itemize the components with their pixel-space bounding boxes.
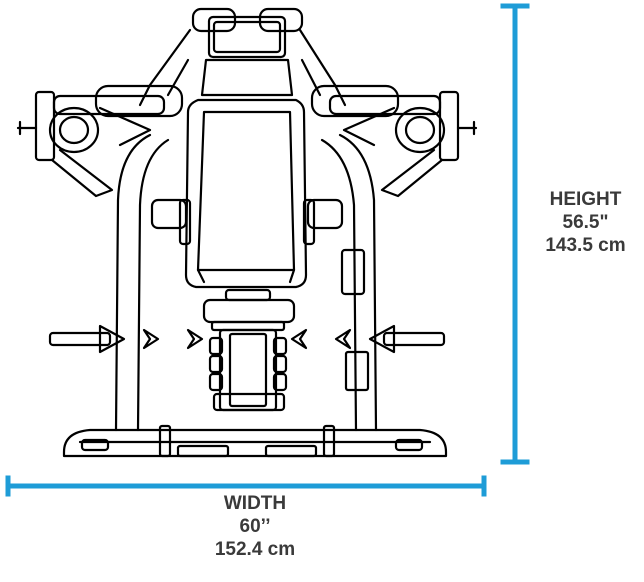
top-pivot-caps	[191, 7, 304, 59]
height-imperial: 56.5"	[562, 212, 609, 233]
base-frame	[62, 424, 448, 458]
width-label: WIDTH 60’’ 152.4 cm	[180, 492, 330, 561]
width-title: WIDTH	[223, 493, 287, 514]
height-dimension-line	[500, 3, 530, 465]
seat-column	[202, 288, 296, 412]
width-metric: 152.4 cm	[214, 539, 296, 560]
height-label: HEIGHT 56.5" 143.5 cm	[527, 188, 644, 257]
height-metric: 143.5 cm	[545, 235, 626, 256]
left-press-arm	[16, 84, 184, 198]
width-dimension-line	[5, 475, 487, 497]
back-pad	[184, 58, 308, 289]
height-title: HEIGHT	[549, 189, 622, 210]
weight-horns	[48, 324, 446, 392]
side-frame-tubes	[114, 133, 378, 432]
right-press-arm	[310, 84, 478, 198]
width-imperial: 60’’	[239, 516, 271, 537]
